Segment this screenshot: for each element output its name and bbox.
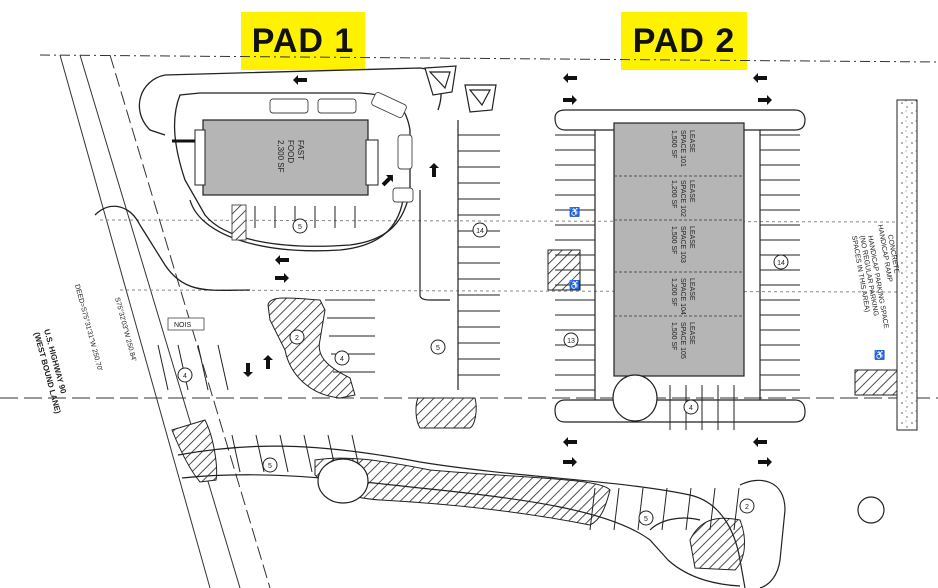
south-drive <box>177 374 885 588</box>
traffic-arrow-icon <box>758 457 772 467</box>
handicap-symbols: ♿ ♿ ♿ <box>569 206 885 360</box>
lease-area: 1,500 SF <box>670 226 677 254</box>
lease-space-number: SPACE 105 <box>679 322 686 359</box>
count-left-row: 4 <box>177 367 193 383</box>
count-label: 5 <box>268 463 272 470</box>
lease-space-number: SPACE 102 <box>679 180 686 217</box>
traffic-arrow-icon <box>563 437 577 447</box>
lease-title: LEASE <box>688 226 695 249</box>
count-southeast: 2 <box>739 498 755 514</box>
count-pad1-row: 4 <box>334 350 350 366</box>
parked-cars <box>231 92 414 241</box>
count-label: 4 <box>340 356 344 363</box>
traffic-arrow-icon <box>243 363 253 377</box>
count-label: 2 <box>745 504 749 511</box>
lease-space-105: LEASE SPACE 105 1,500 SF <box>670 322 695 359</box>
notes: CONCRETE HANDICAP RAMP HANDICAP PARKING … <box>850 224 900 329</box>
traffic-arrow-icon <box>293 75 307 85</box>
count-center-bottom: 5 <box>430 339 446 355</box>
bearing-1: S75°32'03"W 250.84' <box>113 296 138 362</box>
lease-area: 1,500 SF <box>670 130 677 158</box>
count-drive-thru: 5 <box>292 218 308 234</box>
stall-line <box>637 487 644 531</box>
pad2-parking <box>419 109 806 423</box>
stall-line <box>197 344 209 391</box>
handicap-icon: ♿ <box>874 349 885 360</box>
count-label: 13 <box>567 338 575 345</box>
stall-line <box>303 434 313 473</box>
lease-space-number: SPACE 104 <box>679 278 686 315</box>
fast-food-building: FAST FOOD 2,300 SF <box>172 119 379 196</box>
stall-line <box>589 487 596 531</box>
road-sign <box>167 317 205 331</box>
count-label: 2 <box>295 335 299 342</box>
traffic-arrow-icon <box>381 175 393 187</box>
lease-area: 1,200 SF <box>670 278 677 306</box>
count-pad2-east: 14 <box>773 254 789 270</box>
east-sidewalk <box>896 99 918 431</box>
parking-stalls <box>157 134 800 531</box>
lease-title: LEASE <box>688 130 695 153</box>
handicap-icon: ♿ <box>569 206 580 217</box>
lease-area: 1,500 SF <box>670 322 677 350</box>
stall-line <box>709 487 716 531</box>
count-label: 5 <box>644 516 648 523</box>
landscape-islands <box>171 249 901 571</box>
lease-building <box>613 122 745 377</box>
space-counts: 5 2 4 4 14 5 13 14 4 5 5 2 <box>177 218 789 526</box>
building-name-2: FOOD <box>286 140 295 163</box>
traffic-arrow-icon <box>758 95 772 105</box>
lease-space-104: LEASE SPACE 104 1,200 SF <box>670 278 695 315</box>
handicap-icon: ♿ <box>569 279 580 290</box>
count-pad2-west: 13 <box>563 332 579 348</box>
count-center-top: 14 <box>472 222 488 238</box>
lease-area: 1,200 SF <box>670 180 677 208</box>
stall-line <box>733 487 740 531</box>
traffic-arrow-icon <box>563 95 577 105</box>
traffic-arrow-icon <box>263 355 273 369</box>
lease-space-103: LEASE SPACE 103 1,500 SF <box>670 226 695 263</box>
count-label: 5 <box>298 224 302 231</box>
lease-title: LEASE <box>688 278 695 301</box>
traffic-arrow-icon <box>563 73 577 83</box>
stall-line <box>217 344 229 391</box>
count-pad2-south: 4 <box>683 399 699 415</box>
traffic-arrow-icon <box>563 457 577 467</box>
lease-title: LEASE <box>688 322 695 345</box>
lease-space-102: LEASE SPACE 102 1,200 SF <box>670 180 695 217</box>
traffic-arrow-icon <box>429 163 439 177</box>
count-label: 4 <box>183 373 187 380</box>
lease-space-labels: LEASE SPACE 101 1,500 SF LEASE SPACE 102… <box>670 130 695 359</box>
traffic-arrow-icon <box>753 437 767 447</box>
stall-line <box>279 434 289 473</box>
traffic-arrow-icon <box>275 255 289 265</box>
stall-line <box>661 487 668 531</box>
stall-line <box>177 344 189 391</box>
lease-space-number: SPACE 101 <box>679 130 686 167</box>
count-south-right: 5 <box>638 510 654 526</box>
count-pad1-island: 2 <box>289 329 305 345</box>
building-name-1: FAST <box>296 140 305 160</box>
lease-title: LEASE <box>688 180 695 203</box>
lease-space-number: SPACE 103 <box>679 226 686 263</box>
road-sign-text: NOIS <box>174 322 191 329</box>
stall-line <box>613 487 620 531</box>
count-label: 14 <box>777 260 785 267</box>
stall-line <box>157 344 169 391</box>
building-area: 2,300 SF <box>276 140 285 173</box>
dumpster-enclosures <box>424 65 497 113</box>
count-label: 5 <box>436 345 440 352</box>
count-label: 14 <box>476 228 484 235</box>
bearing-2: DEED=S75°31'31"W 250.70' <box>73 283 104 372</box>
traffic-arrow-icon <box>275 273 289 283</box>
traffic-arrows <box>243 73 772 467</box>
stall-line <box>231 434 241 473</box>
count-south-left: 5 <box>262 457 278 473</box>
road-labels: U.S. HIGHWAY 90 (WEST BOUND LANE) S75°32… <box>32 283 205 415</box>
lease-space-101: LEASE SPACE 101 1,500 SF <box>670 130 695 167</box>
traffic-arrow-icon <box>753 73 767 83</box>
count-label: 4 <box>689 405 693 412</box>
pad-1-label: PAD 1 <box>241 12 365 70</box>
